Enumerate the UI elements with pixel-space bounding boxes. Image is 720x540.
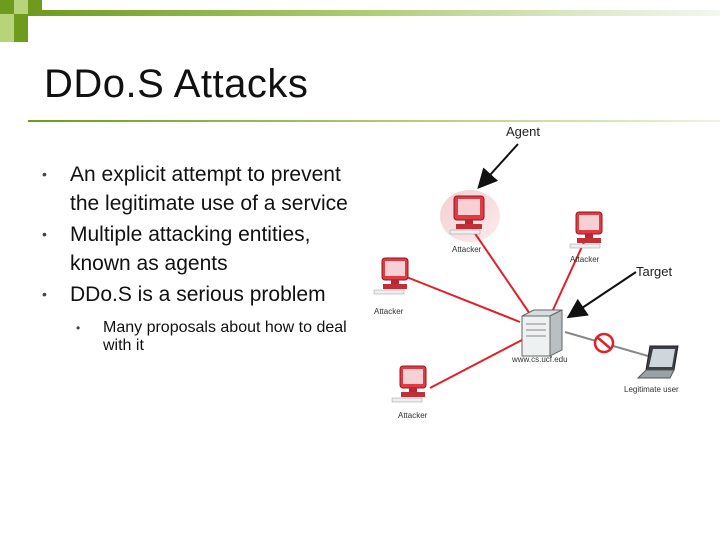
target-arrow	[566, 271, 637, 319]
server-icon	[521, 309, 563, 357]
slide-title: DDo.S Attacks	[44, 62, 309, 106]
corner-square-light	[14, 0, 28, 14]
corner-square-light	[0, 28, 14, 42]
attack-line	[551, 239, 586, 313]
attack-line	[403, 275, 521, 323]
bullet-item: • Multiple attacking entities, known as a…	[38, 220, 358, 278]
bullet-list: • An explicit attempt to prevent the legi…	[38, 160, 358, 355]
attacker-computer-icon	[373, 257, 409, 295]
bullet-dot-icon: •	[42, 166, 47, 182]
node-label: Legitimate user	[624, 385, 679, 394]
corner-square-dark	[28, 0, 42, 10]
bullet-dot-icon: •	[42, 286, 47, 302]
bullet-dot-icon: •	[42, 226, 47, 242]
attack-line	[429, 339, 523, 389]
agent-callout: Agent	[506, 124, 540, 139]
node-label: Attacker	[570, 255, 600, 264]
node-label: Attacker	[452, 245, 482, 254]
corner-square-dark	[14, 28, 28, 42]
attacker-computer-icon	[449, 195, 485, 235]
node-label: www.cs.ucf.edu	[511, 355, 568, 364]
blocked-icon	[593, 332, 615, 354]
attacker-computer-icon	[391, 365, 427, 403]
corner-square-light	[0, 14, 14, 28]
corner-square-dark	[0, 0, 14, 14]
bullet-dot-icon: •	[76, 321, 81, 335]
bullet-text: Multiple attacking entities, known as ag…	[70, 223, 311, 275]
agent-arrow	[477, 143, 519, 189]
node-label: Attacker	[398, 411, 428, 420]
bullet-item: • DDo.S is a serious problem	[38, 280, 358, 309]
attack-line	[473, 231, 531, 315]
sub-bullet-item: • Many proposals about how to deal with i…	[38, 319, 358, 355]
node-label: Attacker	[374, 307, 404, 316]
bullet-item: • An explicit attempt to prevent the legi…	[38, 160, 358, 218]
attack-lines	[403, 231, 586, 389]
header-bar	[28, 10, 720, 16]
bullet-text: An explicit attempt to prevent the legit…	[70, 163, 348, 215]
sub-bullet-text: Many proposals about how to deal with it	[103, 319, 347, 354]
target-callout: Target	[636, 264, 673, 279]
attacker-computer-icon	[569, 211, 603, 249]
corner-square-dark	[14, 14, 28, 28]
title-divider	[28, 120, 720, 122]
bullet-text: DDo.S is a serious problem	[70, 283, 326, 306]
laptop-icon	[636, 345, 679, 379]
